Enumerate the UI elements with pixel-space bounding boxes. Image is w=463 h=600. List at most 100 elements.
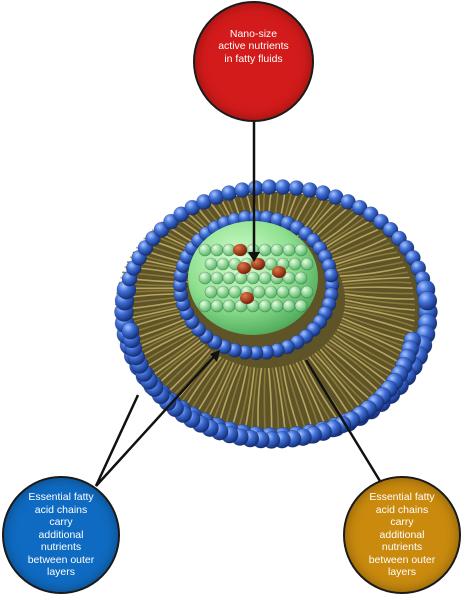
connectors <box>94 122 385 487</box>
lipid-tail <box>295 362 325 423</box>
lipid-tail <box>329 237 387 261</box>
core-bead <box>258 243 272 257</box>
lipid-tail <box>292 363 319 425</box>
inner-head-ring <box>172 209 340 361</box>
lipid-tail <box>308 356 349 413</box>
lipid-tail <box>316 350 365 403</box>
core-bead <box>210 243 224 257</box>
lipid-tail <box>344 305 415 322</box>
core-bead <box>228 285 242 299</box>
core-bead <box>198 271 212 285</box>
arrowhead-top <box>248 252 260 262</box>
outer-head-bead <box>301 182 318 198</box>
callout-left-text: Essential fatty acid chains carry additi… <box>27 491 95 579</box>
lipid-tail <box>344 290 414 295</box>
core-bead <box>300 257 314 271</box>
lipid-tail <box>319 348 370 399</box>
lipid-tail <box>344 299 416 311</box>
core-bead <box>258 299 272 313</box>
core-bead <box>198 243 212 257</box>
lipid-tail <box>322 346 374 395</box>
core-bead <box>222 299 236 313</box>
callout-top-text: Nano-size active nutrients in fatty flui… <box>218 27 289 65</box>
core-bead <box>210 299 224 313</box>
lipid-tail <box>338 325 404 359</box>
core-bead <box>198 299 212 313</box>
core-bead <box>282 299 296 313</box>
core-bead <box>294 299 308 313</box>
core-bead <box>258 271 272 285</box>
core-bead <box>204 285 218 299</box>
lipid-tail <box>336 328 401 364</box>
outer-head-bead <box>247 180 264 196</box>
core-bead <box>264 285 278 299</box>
lipid-tail <box>267 367 273 432</box>
core-bead <box>276 285 290 299</box>
lipid-tail <box>342 281 412 286</box>
lipid-tail <box>343 286 413 289</box>
lipid-tail <box>331 336 391 378</box>
core-bead <box>252 285 266 299</box>
core-bead <box>216 257 230 271</box>
arrowhead-left-inner <box>210 350 220 362</box>
connector-left-inner <box>95 351 219 487</box>
lipid-tail <box>339 323 406 354</box>
core-bead <box>216 285 230 299</box>
core-bead <box>282 243 296 257</box>
lipid-tail <box>282 366 300 430</box>
lipid-tail <box>342 276 410 283</box>
lipid-tail <box>339 266 406 277</box>
lipid-tail <box>335 251 398 269</box>
lipid-tail <box>333 334 395 374</box>
outer-head-bead <box>288 180 305 196</box>
core-bead <box>210 271 224 285</box>
lipid-tail <box>327 341 383 387</box>
lipid-tail <box>271 367 280 432</box>
lipid-tail <box>344 302 415 317</box>
lipid-tail <box>340 320 408 349</box>
outer-head-bead <box>417 290 438 311</box>
connector-right <box>304 359 385 487</box>
nutrient-droplet <box>272 266 286 278</box>
lipid-tail <box>274 367 286 431</box>
lipid-tail <box>341 317 410 344</box>
lipid-tail <box>334 331 398 369</box>
core-bead <box>270 243 284 257</box>
lipid-tail <box>250 367 259 432</box>
callout-right-text: Essential fatty acid chains carry additi… <box>368 491 436 579</box>
lipid-tail <box>344 293 415 300</box>
lipid-tail <box>333 246 394 266</box>
outer-head-bead <box>261 179 278 195</box>
lipid-tail <box>257 367 263 432</box>
lipid-tail <box>324 344 379 391</box>
callout-fatty-acid-left: Essential fatty acid chains carry additi… <box>2 476 120 594</box>
lipid-tail <box>288 364 313 427</box>
nutrient-droplet <box>233 244 247 256</box>
outer-head-bead <box>121 321 140 340</box>
core-bead <box>246 271 260 285</box>
core-bead <box>288 285 302 299</box>
core-bead <box>300 285 314 299</box>
outer-head-bead <box>173 206 189 223</box>
lipid-tail <box>298 360 331 421</box>
lipid-tail <box>336 256 401 272</box>
lipid-tail <box>224 365 245 428</box>
lipid-tail <box>338 261 404 275</box>
lipid-tail <box>344 308 414 328</box>
outer-head-bead <box>274 179 291 195</box>
nutrient-droplet <box>237 262 251 274</box>
lipid-tail <box>302 359 337 418</box>
core-bead <box>204 257 218 271</box>
core-bead <box>270 299 284 313</box>
outer-head-bead <box>234 182 250 198</box>
callout-fatty-acid-right: Essential fatty acid chains carry additi… <box>343 476 461 594</box>
lipid-tail <box>329 339 387 383</box>
core-bead <box>288 257 302 271</box>
core-bead <box>294 271 308 285</box>
connector-left-outer <box>94 394 140 487</box>
nutrient-droplets <box>233 244 286 304</box>
lipid-tail <box>341 271 408 280</box>
lipid-tail <box>331 242 391 264</box>
